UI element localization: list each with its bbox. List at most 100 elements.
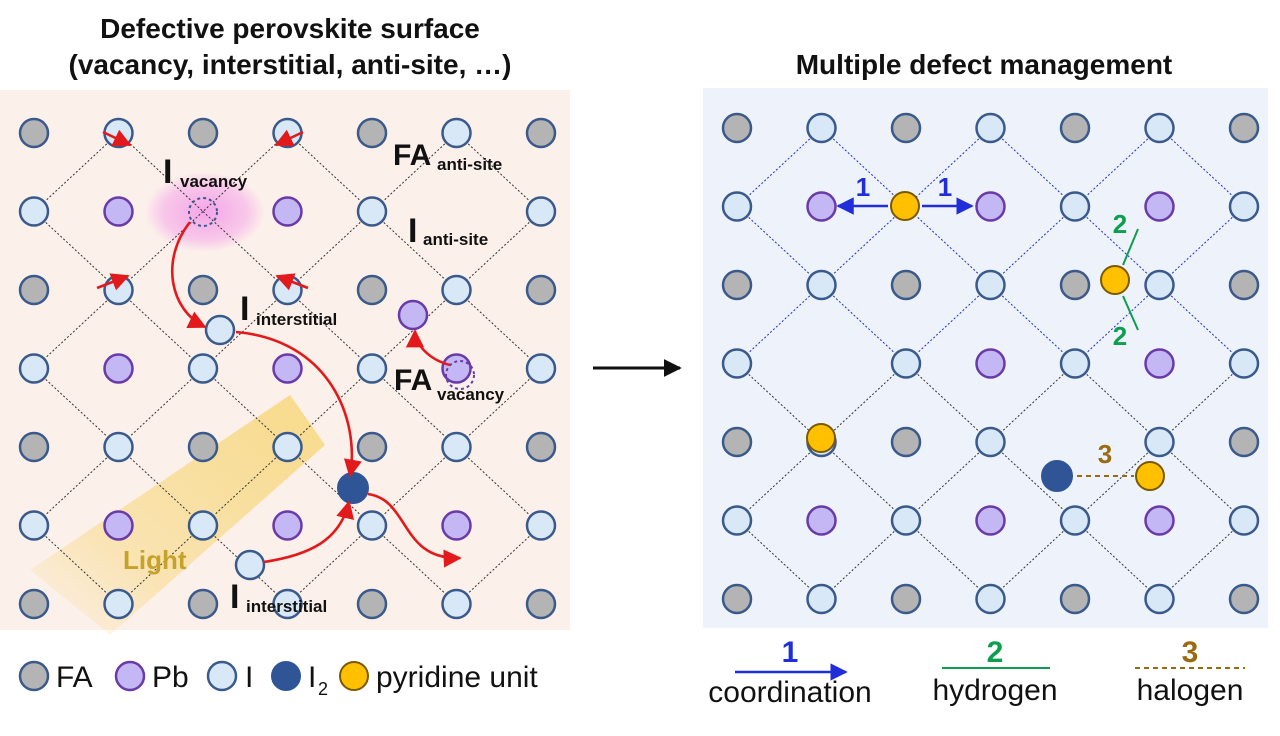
lattice-bond: [821, 206, 907, 286]
lattice-bond: [287, 525, 373, 605]
left-fa-atom: [187, 117, 219, 149]
lattice-bond: [33, 289, 119, 369]
fa-antisite-label-main: FA: [393, 139, 431, 172]
left-fa-atom: [356, 431, 388, 463]
lattice-bond: [118, 132, 204, 212]
left-pb-atom: [441, 510, 472, 541]
right-fa-atom: [890, 269, 922, 301]
lattice-bond: [990, 520, 1076, 600]
right-iodide-atom: [806, 583, 837, 615]
left-iodide-atom: [18, 196, 50, 227]
right-iodide-atom: [890, 505, 922, 536]
left-iodide-atom: [441, 117, 472, 149]
pyridine-unit-4: [1135, 461, 1165, 491]
lattice-bond: [456, 446, 542, 526]
right-iodide-atom: [721, 191, 753, 222]
right-iodide-atom: [721, 348, 753, 379]
lattice-bond: [202, 446, 288, 526]
right-fa-atom: [1228, 112, 1260, 144]
lattice-bond: [990, 206, 1076, 286]
pyridine-unit-1: [890, 191, 920, 221]
hydrogen-bond-bottom: [1122, 295, 1139, 331]
bond-legend-name-halogen: halogen: [1137, 674, 1244, 707]
legend-pyridine-label: pyridine unit: [376, 661, 538, 694]
left-lattice-atoms: [18, 117, 557, 620]
right-iodide-atom: [1228, 191, 1260, 222]
bond-legend-name-hydrogen: hydrogen: [932, 674, 1057, 707]
left-fa-atom: [525, 274, 557, 306]
lattice-bond: [990, 363, 1076, 443]
left-iodide-atom: [356, 196, 388, 227]
legend-fa-swatch: [18, 660, 50, 692]
right-pb-atom: [975, 505, 1006, 536]
left-iodide-atom: [356, 353, 388, 384]
lattice-bond: [1159, 363, 1245, 443]
lattice-bond: [33, 446, 119, 526]
left-iodide-atom: [441, 274, 472, 306]
lattice-bond: [202, 211, 288, 291]
left-pb-atom: [103, 353, 134, 384]
bond-number-2-bottom: 2: [1113, 321, 1127, 351]
fa-vacancy-site: [445, 360, 475, 390]
right-defect-treatment: 1 1 2 2 3: [806, 172, 1165, 492]
right-pb-atom: [806, 505, 837, 536]
lattice-bond: [287, 446, 373, 526]
left-pb-atom: [103, 510, 134, 541]
fa-antisite-label-sub: anti-site: [437, 155, 502, 174]
lattice-bond: [202, 132, 288, 212]
bond-number-2-top: 2: [1113, 209, 1127, 239]
right-fa-atom: [890, 583, 922, 615]
right-pb-atom: [1144, 505, 1175, 536]
lattice-bond: [736, 520, 822, 600]
arrow-red-4: [275, 273, 309, 291]
right-fa-atom: [1059, 269, 1091, 301]
i-vacancy-label-main: I: [163, 153, 172, 191]
right-fa-atom: [721, 269, 753, 301]
lattice-bond: [736, 363, 822, 443]
i-vacancy-site: [188, 197, 218, 227]
left-fa-atom: [525, 117, 557, 149]
lattice-bond: [371, 525, 457, 605]
i-vacancy-label-sub: vacancy: [180, 172, 248, 191]
lattice-bond: [33, 525, 119, 605]
lattice-bond: [456, 211, 542, 291]
left-iodide-atom: [187, 510, 219, 541]
lattice-bond: [371, 211, 457, 291]
lattice-bond: [1159, 441, 1245, 521]
fa-vacancy-label-main: FA: [394, 364, 432, 397]
lattice-bond: [456, 525, 542, 605]
right-fa-atom: [890, 426, 922, 458]
right-fa-atom: [1059, 583, 1091, 615]
lattice-bond: [1159, 127, 1245, 207]
legend-pb-swatch: [114, 660, 146, 692]
right-pb-atom: [975, 348, 1006, 379]
left-title-line2: (vacancy, interstitial, anti-site, …): [69, 49, 512, 80]
right-title: Multiple defect management: [796, 49, 1173, 80]
lattice-bond: [456, 368, 542, 448]
left-fa-atom: [18, 274, 50, 306]
hydrogen-bond-top: [1122, 228, 1139, 266]
lattice-bond: [821, 363, 907, 443]
lattice-bond: [1159, 284, 1245, 364]
arrow-red-2: [274, 129, 304, 147]
arrow-vacancy-to-interstitial: [170, 221, 207, 329]
lattice-bond: [371, 446, 457, 526]
right-fa-atom: [1228, 583, 1260, 615]
lattice-bond: [736, 441, 822, 521]
left-iodide-atom: [525, 510, 557, 541]
i-antisite-label-sub: anti-site: [423, 230, 488, 249]
bond-legend: 1 coordination 2 hydrogen 3 halogen: [708, 636, 1245, 709]
i-interstitial-label-main-1: I: [240, 290, 249, 328]
left-iodide-atom: [356, 510, 388, 541]
left-iodide-atom: [441, 588, 472, 620]
right-iodide-atom: [1228, 348, 1260, 379]
left-fa-atom: [18, 117, 50, 149]
atom-legend: FA Pb I I 2 pyridine unit: [18, 660, 538, 699]
lattice-bond: [821, 520, 907, 600]
left-fa-atom: [356, 274, 388, 306]
lattice-bond: [287, 289, 373, 369]
right-fa-atom: [1059, 112, 1091, 144]
right-fa-atom: [721, 583, 753, 615]
arrow-fa-vacancy: [405, 329, 451, 367]
